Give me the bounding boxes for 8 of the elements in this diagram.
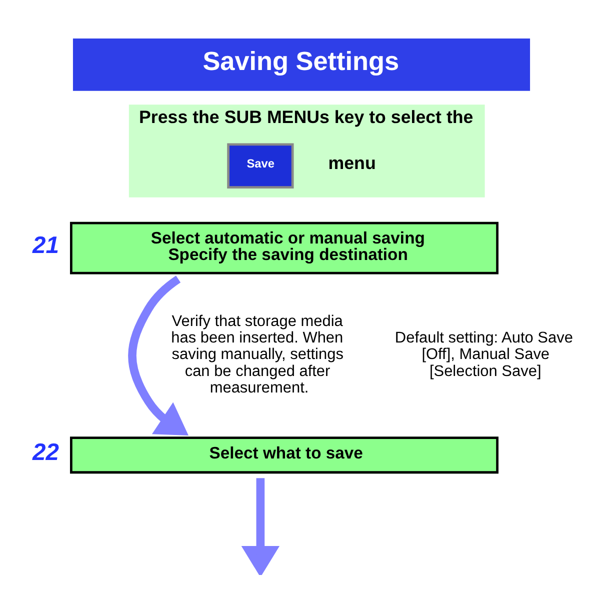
arrow <box>241 478 280 574</box>
node-box: Save <box>227 142 294 188</box>
label: Verify that storage media has been inserted. When saving manually, settings can be changed after measurement. <box>171 312 344 396</box>
label: Default setting: Auto Save [Off], Manual Save [Selection Save] <box>394 329 573 380</box>
node-label: 21 <box>32 231 59 258</box>
diagram-title: Saving Settings <box>202 46 400 76</box>
arrow <box>128 275 188 435</box>
node-label: 22 <box>32 438 59 466</box>
